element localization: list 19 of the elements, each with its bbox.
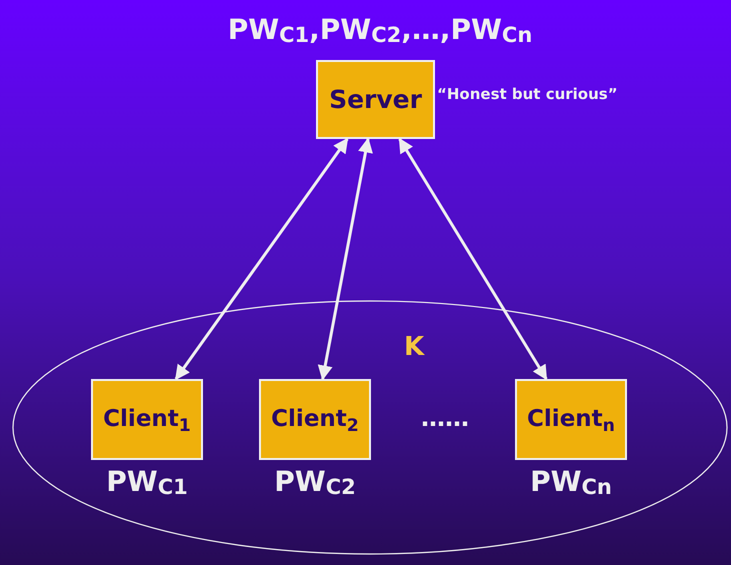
node-label: Client$_{2}$ [271,405,359,437]
note-text: “Honest but curious” [437,84,619,105]
double-arrow [318,138,373,380]
group-label: K [404,331,424,364]
node-box [515,379,627,460]
node-label: Client$_{1}$ [103,405,191,437]
node-box [316,60,435,139]
node-label: Client$_{n}$ [527,405,615,437]
password-label: PW$_{C2}$ [273,464,357,502]
password-label: PW$_{Cn}$ [529,464,613,502]
password-label: PW$_{C1}$,PW$_{C2}$,…,PW$_{Cn}$ [226,12,534,50]
node-box [259,379,371,460]
group-ellipse [12,300,728,555]
double-arrow [398,138,548,380]
node-box [91,379,203,460]
double-arrow [174,138,349,380]
password-label: PW$_{C1}$ [105,464,189,502]
node-label: Server [329,84,422,116]
ellipsis-text: …… [420,403,470,434]
